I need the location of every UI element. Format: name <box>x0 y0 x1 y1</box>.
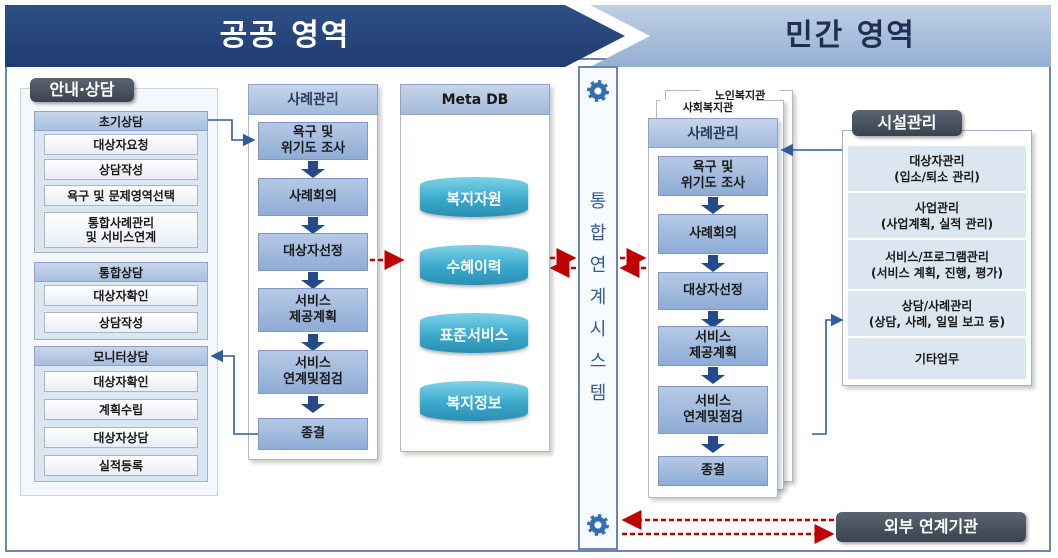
list-item: 계획수립 <box>44 399 198 420</box>
public-step-link: 서비스 연계및점검 <box>258 350 368 394</box>
integration-system-label: 통 합 연 계 시 스 템 <box>580 186 616 410</box>
private-step-needs: 욕구 및 위기도 조사 <box>658 156 768 196</box>
public-step-meeting: 사례회의 <box>258 178 368 216</box>
db-welfare-resource: 복지자원 <box>420 177 528 217</box>
down-arrow-icon <box>301 396 325 413</box>
facility-tag: 시설관리 <box>852 110 962 136</box>
db-standard-service: 표준서비스 <box>420 313 528 353</box>
integration-char: 계 <box>589 287 607 308</box>
integration-char: 통 <box>589 191 607 212</box>
down-arrow-icon <box>701 197 725 214</box>
down-arrow-icon <box>301 217 325 234</box>
list-item: 상담작성 <box>44 312 198 333</box>
list-item: 대상자확인 <box>44 371 198 392</box>
gear-icon <box>587 514 609 536</box>
public-step-select: 대상자선정 <box>258 233 368 271</box>
public-step-plan: 서비스 제공계획 <box>258 288 368 332</box>
public-step-close: 종결 <box>258 418 368 450</box>
facility-item: 사업관리 (사업계획, 실적 관리) <box>848 193 1026 239</box>
list-item: 상담작성 <box>44 159 198 180</box>
list-item: 대상자상담 <box>44 427 198 448</box>
facility-item: 상담/사례관리 (상담, 사례, 일일 보고 등) <box>848 291 1026 337</box>
arrow-case-to-monitor <box>210 349 258 435</box>
private-area-title: 민간 영역 <box>785 18 916 53</box>
guide-tag: 안내·상담 <box>30 78 134 102</box>
list-item: 대상자확인 <box>44 285 198 306</box>
down-arrow-icon <box>701 367 725 384</box>
down-arrow-icon <box>301 161 325 178</box>
down-arrow-icon <box>301 272 325 289</box>
integration-system-bar <box>578 66 618 550</box>
private-step-select: 대상자선정 <box>658 272 768 310</box>
public-step-needs: 욕구 및 위기도 조사 <box>258 122 368 160</box>
integration-char: 템 <box>589 383 607 404</box>
monitor-consult-title: 모니터상담 <box>34 346 208 366</box>
gear-icon <box>587 80 609 102</box>
private-step-meeting: 사례회의 <box>658 214 768 254</box>
arrow-guide-to-case <box>208 119 256 147</box>
external-org-tag: 외부 연계기관 <box>836 512 1026 542</box>
facility-item: 기타업무 <box>848 338 1026 380</box>
down-arrow-icon <box>301 334 325 351</box>
facility-item: 서비스/프로그램관리 (서비스 계획, 진행, 평가) <box>848 240 1026 290</box>
public-area-title: 공공 영역 <box>219 18 351 53</box>
private-area-header: 민간 영역 <box>590 5 1051 67</box>
initial-consult-title: 초기상담 <box>34 111 208 131</box>
integration-char: 스 <box>589 351 607 372</box>
db-benefit-history: 수혜이력 <box>420 245 528 285</box>
integration-char: 합 <box>589 223 607 244</box>
back-tab-social-label: 사회복지관 <box>660 100 756 116</box>
facility-item: 대상자관리 (입소/퇴소 관리) <box>848 146 1026 192</box>
list-item: 실적등록 <box>44 455 198 476</box>
private-step-link: 서비스 연계및점검 <box>658 386 768 434</box>
list-item: 대상자요청 <box>44 134 198 155</box>
list-item: 욕구 및 문제영역선택 <box>44 185 198 206</box>
arrow-private-to-facility <box>812 313 844 435</box>
public-area-header: 공공 영역 <box>5 5 625 67</box>
integrated-consult-title: 통합상담 <box>34 262 208 282</box>
db-welfare-info: 복지정보 <box>420 381 528 421</box>
private-case-title: 사례관리 <box>648 118 778 148</box>
list-item: 통합사례관리 및 서비스연계 <box>44 212 198 248</box>
meta-db-title: Meta DB <box>400 84 550 115</box>
down-arrow-icon <box>701 436 725 453</box>
public-case-title: 사례관리 <box>248 84 378 115</box>
private-step-plan: 서비스 제공계획 <box>658 326 768 366</box>
down-arrow-icon <box>701 311 725 328</box>
integration-char: 연 <box>589 255 607 276</box>
down-arrow-icon <box>701 255 725 272</box>
integration-char: 시 <box>589 319 607 340</box>
private-step-close: 종결 <box>658 456 768 486</box>
